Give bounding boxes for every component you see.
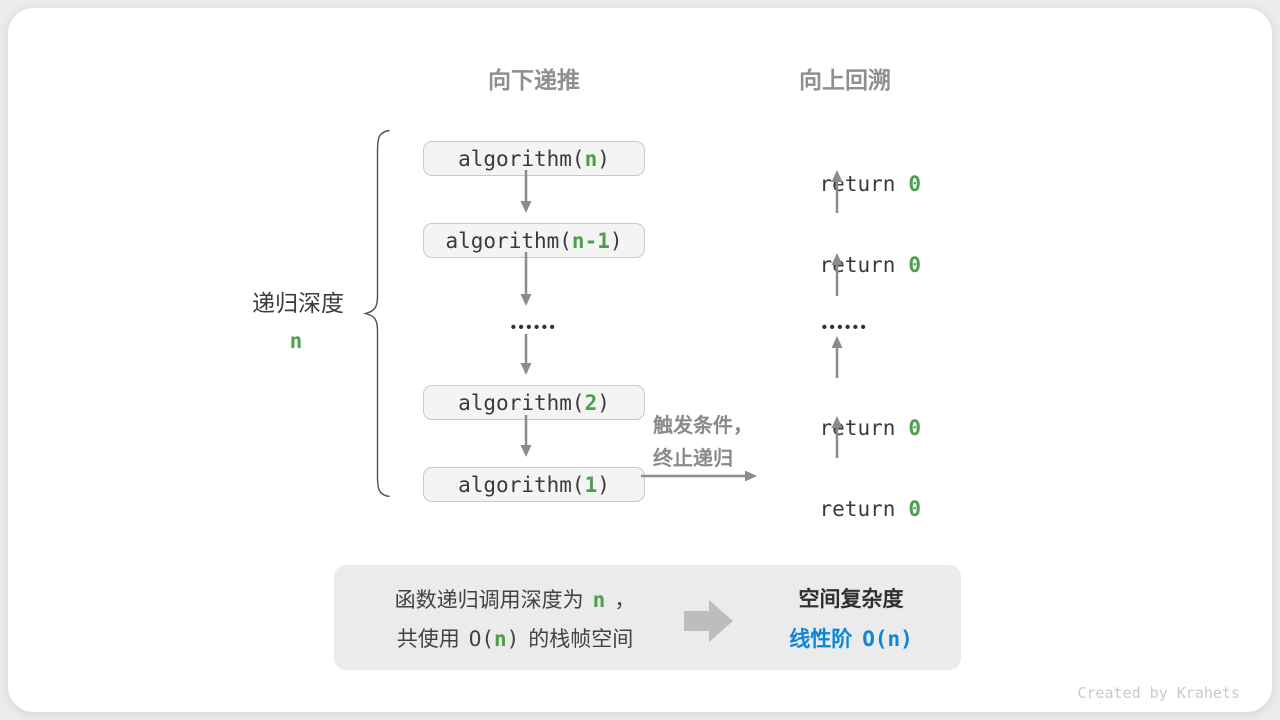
summary-l2-code-pre: O( <box>468 627 494 651</box>
return-row-4: return 0 <box>769 470 922 548</box>
summary-l1-var: n <box>592 588 606 612</box>
return-keyword: return <box>819 497 896 521</box>
result-code: O(n) <box>862 627 913 651</box>
summary-left-line-2: 共使用 O(n) 的栈帧空间 <box>397 625 634 654</box>
summary-l1-post: ， <box>614 589 636 612</box>
return-keyword: return <box>819 172 896 196</box>
column-header-downward: 向下递推 <box>488 67 580 93</box>
summary-l2-post: 的栈帧空间 <box>528 628 634 651</box>
ellipsis-left: •••••• <box>510 319 558 336</box>
call-box-n: algorithm(n) <box>423 141 645 176</box>
trigger-line-1: 触发条件， <box>653 415 753 437</box>
call-box-n-1: algorithm(n-1) <box>423 223 645 258</box>
call-box-n-pre: algorithm( <box>458 146 585 171</box>
return-value: 0 <box>908 416 922 440</box>
ellipsis-right: •••••• <box>821 319 869 336</box>
recursion-depth-value: n <box>289 329 303 353</box>
return-row-2: return 0 <box>769 226 922 304</box>
call-box-2-arg: 2 <box>584 390 598 415</box>
return-keyword: return <box>819 253 896 277</box>
return-keyword: return <box>819 416 896 440</box>
summary-l2-var: n <box>493 627 507 651</box>
recursion-depth-label: 递归深度 <box>252 290 344 316</box>
call-box-1-post: ) <box>597 472 610 497</box>
summary-l2-code: O(n) <box>469 627 520 651</box>
call-box-n-1-pre: algorithm( <box>445 228 572 253</box>
space-complexity-title: 空间复杂度 <box>798 588 904 611</box>
return-value: 0 <box>908 172 922 196</box>
summary-l2-pre: 共使用 <box>396 628 460 651</box>
credit-label: Created by Krahets <box>1077 684 1240 702</box>
call-box-n-1-arg: n-1 <box>571 228 610 253</box>
call-box-n-post: ) <box>597 146 610 171</box>
space-complexity-result: 线性阶 O(n) <box>789 625 913 654</box>
call-box-2: algorithm(2) <box>423 385 645 420</box>
column-header-upward: 向上回溯 <box>799 67 891 93</box>
trigger-condition-label: 触发条件， 终止递归 <box>653 410 753 476</box>
summary-l1-pre: 函数递归调用深度为 <box>394 589 584 612</box>
summary-l2-code-post: ) <box>506 627 520 651</box>
summary-box <box>334 565 961 670</box>
trigger-line-2: 终止递归 <box>653 448 733 470</box>
call-box-n-1-post: ) <box>609 228 623 253</box>
call-box-1: algorithm(1) <box>423 467 645 502</box>
return-row-1: return 0 <box>769 145 922 223</box>
summary-left-line-1: 函数递归调用深度为 n ， <box>395 586 636 615</box>
call-box-2-post: ) <box>597 390 610 415</box>
call-box-1-pre: algorithm( <box>458 472 585 497</box>
return-value: 0 <box>908 497 922 521</box>
result-text: 线性阶 <box>789 628 853 651</box>
call-box-1-arg: 1 <box>584 472 598 497</box>
call-box-2-pre: algorithm( <box>458 390 585 415</box>
diagram-card: 向下递推 向上回溯 递归深度 n algorithm(n) algorithm(… <box>8 8 1272 712</box>
return-value: 0 <box>908 253 922 277</box>
call-box-n-arg: n <box>584 146 598 171</box>
return-row-3: return 0 <box>769 389 922 467</box>
